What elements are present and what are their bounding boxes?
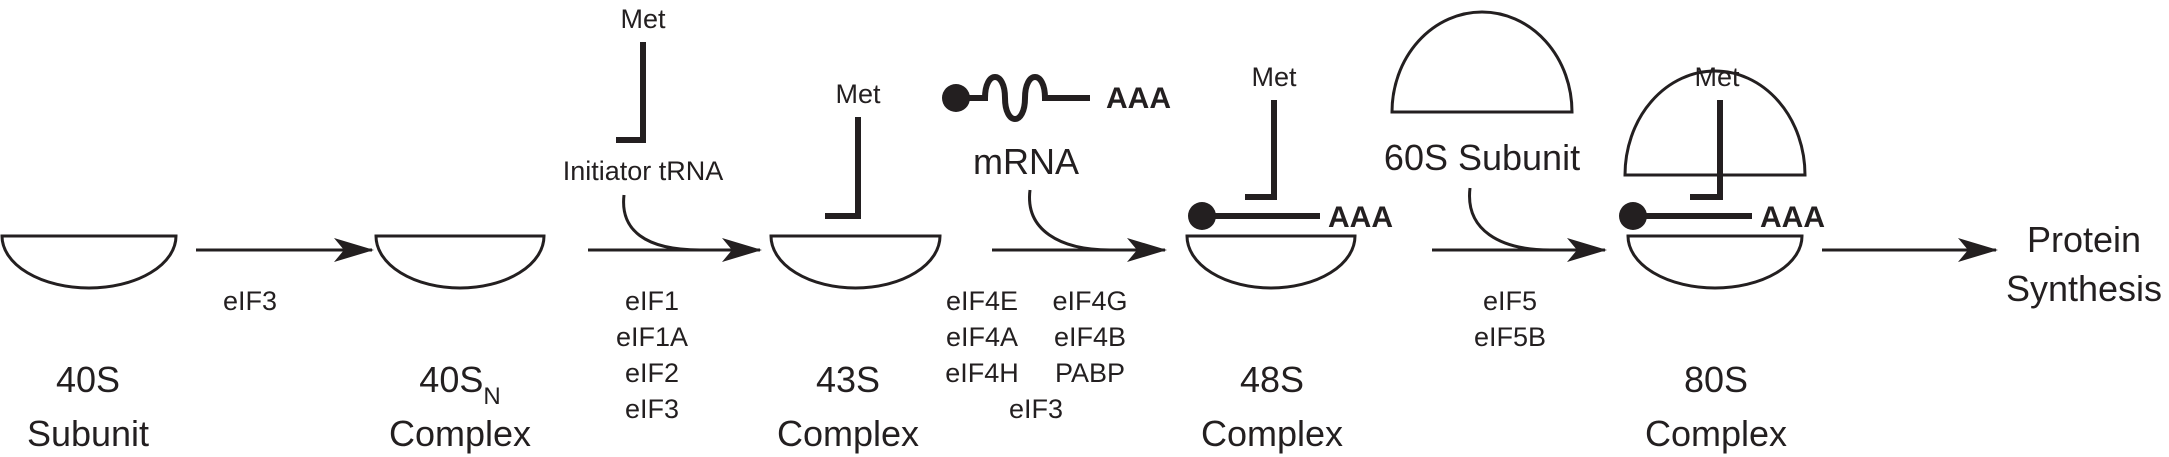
input-curve <box>622 194 701 252</box>
factor-label: eIF4G <box>1052 286 1127 316</box>
small-subunit-shape <box>1185 234 1357 290</box>
input-curve <box>1468 187 1551 252</box>
mrna-cap <box>1188 202 1216 230</box>
step-60s-joining: 60S Subunit eIF5 eIF5B <box>1384 10 1607 352</box>
factor-label: eIF3 <box>625 394 679 424</box>
step-eif3: eIF3 <box>196 238 374 316</box>
met-label: Met <box>835 79 881 109</box>
stage-48s-complex: Met AAA 48S Complex <box>1185 62 1393 454</box>
factor-label: eIF5 <box>1483 286 1537 316</box>
initiator-trna-glyph <box>825 117 861 219</box>
mrna-glyph <box>968 74 1090 122</box>
initiator-trna-glyph <box>1690 100 1723 200</box>
large-subunit-shape <box>1390 10 1574 114</box>
small-subunit-shape <box>1626 234 1804 290</box>
stage-label-line2: Complex <box>777 413 919 454</box>
stage-40sn-complex: 40SN Complex <box>374 234 546 454</box>
mrna-cap <box>1619 202 1647 230</box>
subunit-60s-label: 60S Subunit <box>1384 137 1580 178</box>
factor-label: eIF4H <box>945 358 1019 388</box>
stage-label-line1: 40S <box>56 359 120 400</box>
mrna-cap <box>942 84 970 112</box>
factor-label: eIF4A <box>946 322 1018 352</box>
output-label-line2: Synthesis <box>2006 268 2162 309</box>
factor-label: eIF2 <box>625 358 679 388</box>
output-label-line1: Protein <box>2027 219 2141 260</box>
small-subunit-shape <box>374 234 546 290</box>
stage-label-line2: Complex <box>1201 413 1343 454</box>
step-initiator-trna: Met Initiator tRNA eIF1 eIF1A eIF2 eIF3 <box>563 4 762 424</box>
small-subunit-shape <box>0 234 178 290</box>
polya-label: AAA <box>1760 201 1825 234</box>
factor-label: eIF1A <box>616 322 688 352</box>
factor-label: eIF4B <box>1054 322 1126 352</box>
stage-label-line1: 43S <box>816 359 880 400</box>
factor-label: PABP <box>1055 358 1125 388</box>
met-label: Met <box>620 4 666 34</box>
mrna-label: mRNA <box>973 141 1079 182</box>
factor-label: eIF3 <box>1009 394 1063 424</box>
factor-label: eIF5B <box>1474 322 1546 352</box>
step-mrna: AAA mRNA eIF4E eIF4A eIF4H eIF4G eIF4B P… <box>942 74 1171 424</box>
polya-label: AAA <box>1106 82 1171 115</box>
factor-label: eIF3 <box>223 286 277 316</box>
step-elongation: Protein Synthesis <box>1822 219 2162 309</box>
stage-43s-complex: Met 43S Complex <box>769 79 942 454</box>
large-subunit-shape <box>1623 69 1807 177</box>
polya-label: AAA <box>1328 201 1393 234</box>
stage-label-line1: 48S <box>1240 359 1304 400</box>
small-subunit-shape <box>769 234 942 290</box>
stage-label-line1: 40SN <box>419 359 500 410</box>
met-label: Met <box>1251 62 1297 92</box>
initiator-trna-label: Initiator tRNA <box>563 156 724 186</box>
stage-label-line1: 80S <box>1684 359 1748 400</box>
input-curve <box>1028 189 1111 252</box>
stage-80s-complex: Met AAA 80S Complex <box>1619 62 1825 454</box>
met-label: Met <box>1694 62 1740 92</box>
stage-40s-subunit: 40S Subunit <box>0 234 178 454</box>
stage-label-line2: Complex <box>1645 413 1787 454</box>
initiator-trna-glyph <box>1245 100 1277 200</box>
stage-label-line2: Subunit <box>27 413 149 454</box>
factor-label: eIF1 <box>625 286 679 316</box>
factor-label: eIF4E <box>946 286 1018 316</box>
initiator-trna-glyph <box>616 42 646 143</box>
stage-label-line2: Complex <box>389 413 531 454</box>
subscript: N <box>483 383 500 410</box>
